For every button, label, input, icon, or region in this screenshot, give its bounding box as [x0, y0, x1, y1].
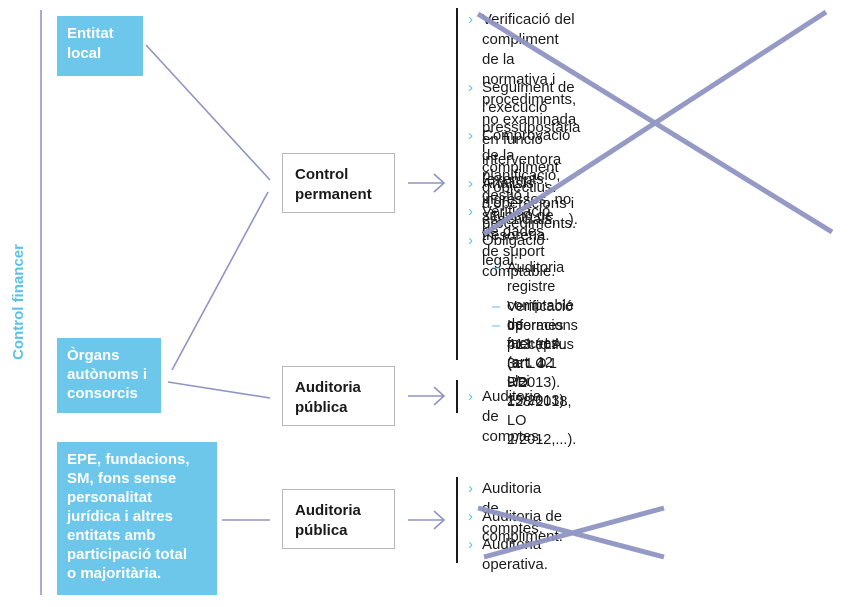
- chevron-right-icon: ›: [468, 203, 473, 220]
- chevron-right-icon: ›: [468, 536, 473, 553]
- box-auditoria-publica-2: Auditoria pública: [282, 489, 395, 549]
- list-bar-auditoria-2: [456, 477, 458, 563]
- chevron-right-icon: ›: [468, 232, 473, 249]
- list-bar-control: [456, 8, 458, 360]
- box-entitat-local: Entitat local: [57, 16, 143, 76]
- box-epe-fundacions: EPE, fundacions, SM, fons sense personal…: [57, 442, 217, 595]
- chevron-right-icon: ›: [468, 175, 473, 192]
- connector-organs-to-auditoria: [167, 381, 271, 399]
- list-bar-auditoria-1: [456, 380, 458, 413]
- box-organs-autonoms: Òrgans autònoms i consorcis: [57, 338, 161, 413]
- arrow-control-permanent: [408, 173, 446, 193]
- box-control-permanent: Control permanent: [282, 153, 395, 213]
- connector-organs-to-control: [171, 191, 269, 371]
- arrow-auditoria-2: [408, 510, 446, 530]
- box-auditoria-publica-1: Auditoria pública: [282, 366, 395, 426]
- chevron-right-icon: ›: [468, 508, 473, 525]
- chevron-right-icon: ›: [468, 127, 473, 144]
- left-divider-line: [40, 10, 42, 595]
- arrow-auditoria-1: [408, 386, 446, 406]
- chevron-right-icon: ›: [468, 480, 473, 497]
- chevron-right-icon: ›: [468, 388, 473, 405]
- chevron-right-icon: ›: [468, 11, 473, 28]
- dash-bullet: –: [492, 260, 501, 276]
- chevron-right-icon: ›: [468, 79, 473, 96]
- dash-bullet: –: [492, 299, 501, 315]
- dash-bullet: –: [492, 318, 501, 334]
- connector-entitat-to-control: [145, 44, 271, 181]
